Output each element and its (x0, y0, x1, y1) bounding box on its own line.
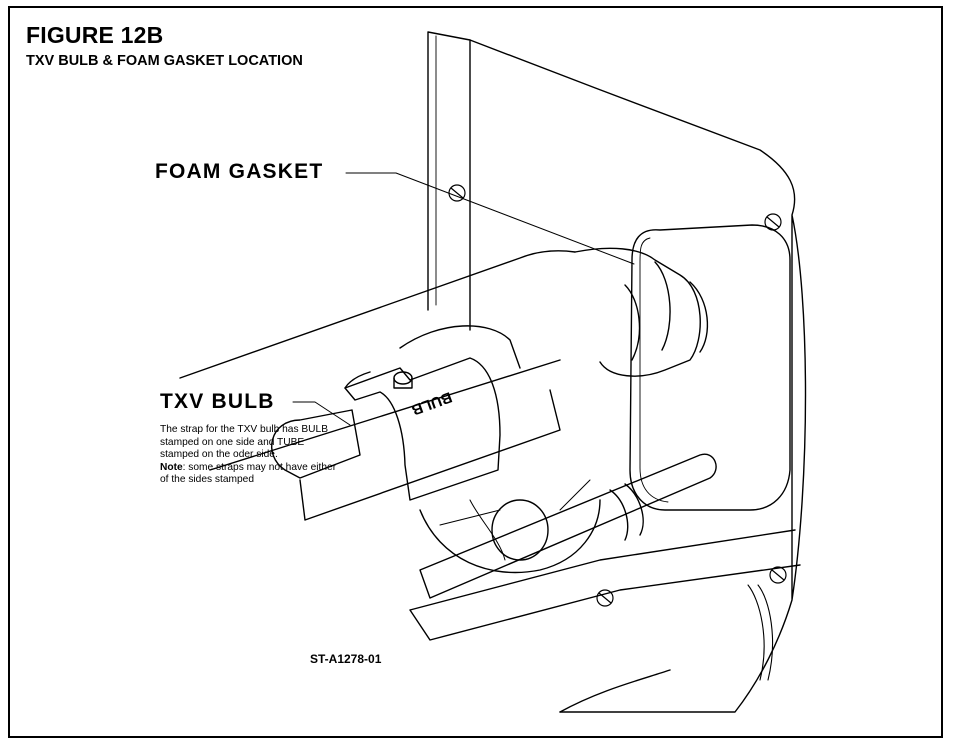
screw-bottom-center (596, 589, 614, 607)
housing-lower (419, 499, 601, 574)
txv-bulb-leader (292, 401, 351, 426)
strap-screw (393, 371, 413, 389)
strap-note: The strap for the TXV bulb has BULB stam… (160, 424, 345, 487)
strap-note-caveat: : some straps may not have either of the… (160, 461, 337, 486)
foam-gasket (629, 224, 791, 511)
strap-note-label: Note (160, 461, 183, 473)
foam-gasket-callout: FOAM GASKET (155, 160, 324, 183)
drawing-id: ST-A1278-01 (310, 652, 382, 666)
housing-upper (399, 325, 521, 369)
tube-coupling (574, 247, 701, 377)
upper-tube-top (179, 250, 576, 379)
strap-note-text: The strap for the TXV bulb has BULB stam… (160, 424, 328, 460)
figure-title: FIGURE 12B (26, 22, 164, 48)
slot (747, 584, 773, 681)
foam-gasket-inner (639, 237, 669, 503)
lower-cylinder (299, 389, 561, 521)
upper-tube-bottom (209, 359, 561, 471)
figure-subtitle: TXV BULB & FOAM GASKET LOCATION (26, 53, 303, 69)
wall-panel (469, 39, 807, 713)
txv-bulb-callout: TXV BULB (160, 390, 275, 413)
lower-tube (419, 453, 717, 599)
figure-frame (8, 6, 943, 738)
tube-coupling-ring (624, 261, 671, 361)
housing-spokes (439, 479, 591, 561)
lower-panel (409, 529, 801, 713)
screw-bottom-right (769, 566, 787, 584)
strap-fold (344, 371, 371, 389)
txv-bulb (271, 409, 361, 479)
back-panel (427, 31, 471, 331)
lower-tube-joint (609, 483, 644, 541)
foam-gasket-leader (345, 172, 635, 265)
strap-stamp: BULB (409, 388, 454, 418)
tube-end (689, 281, 709, 353)
strap (344, 357, 501, 501)
